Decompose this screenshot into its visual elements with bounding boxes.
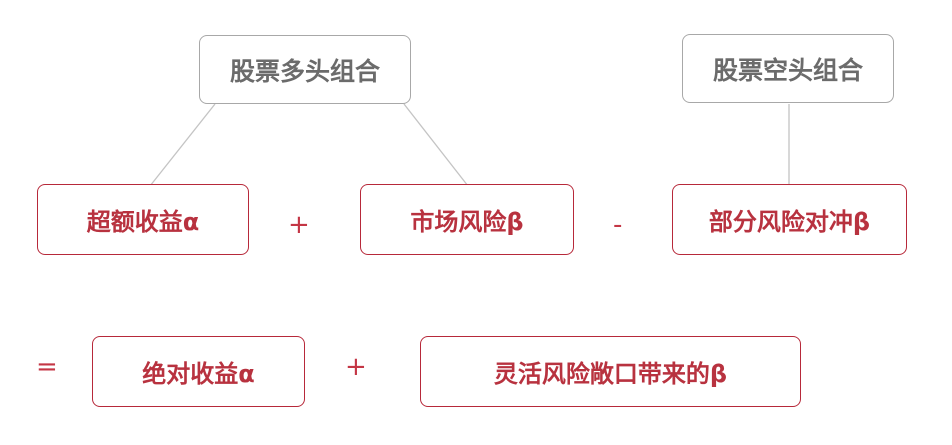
connector-long-to-alpha	[149, 103, 216, 187]
plus-operator-row2: +	[345, 352, 367, 382]
long-portfolio-label: 股票多头组合	[229, 56, 380, 86]
market-beta-label: 市场风险β	[410, 208, 524, 236]
short-portfolio-label: 股票空头组合	[712, 55, 863, 85]
minus-operator: -	[613, 210, 623, 240]
long-portfolio-node: 股票多头组合	[199, 35, 411, 104]
flexible-beta-label: 灵活风险敞口带来的β	[493, 360, 728, 388]
connector-long-to-market-beta	[403, 103, 469, 187]
short-portfolio-node: 股票空头组合	[682, 34, 894, 103]
absolute-alpha-node: 绝对收益α	[92, 336, 305, 407]
hedge-beta-label: 部分风险对冲β	[708, 208, 871, 236]
market-beta-node: 市场风险β	[360, 184, 574, 255]
flexible-beta-node: 灵活风险敞口带来的β	[420, 336, 801, 407]
excess-alpha-node: 超额收益α	[37, 184, 249, 255]
plus-operator-row1: +	[288, 210, 310, 240]
equals-operator: =	[36, 352, 58, 382]
excess-alpha-label: 超额收益α	[86, 208, 200, 236]
absolute-alpha-label: 绝对收益α	[142, 360, 255, 388]
hedge-beta-node: 部分风险对冲β	[672, 184, 907, 255]
